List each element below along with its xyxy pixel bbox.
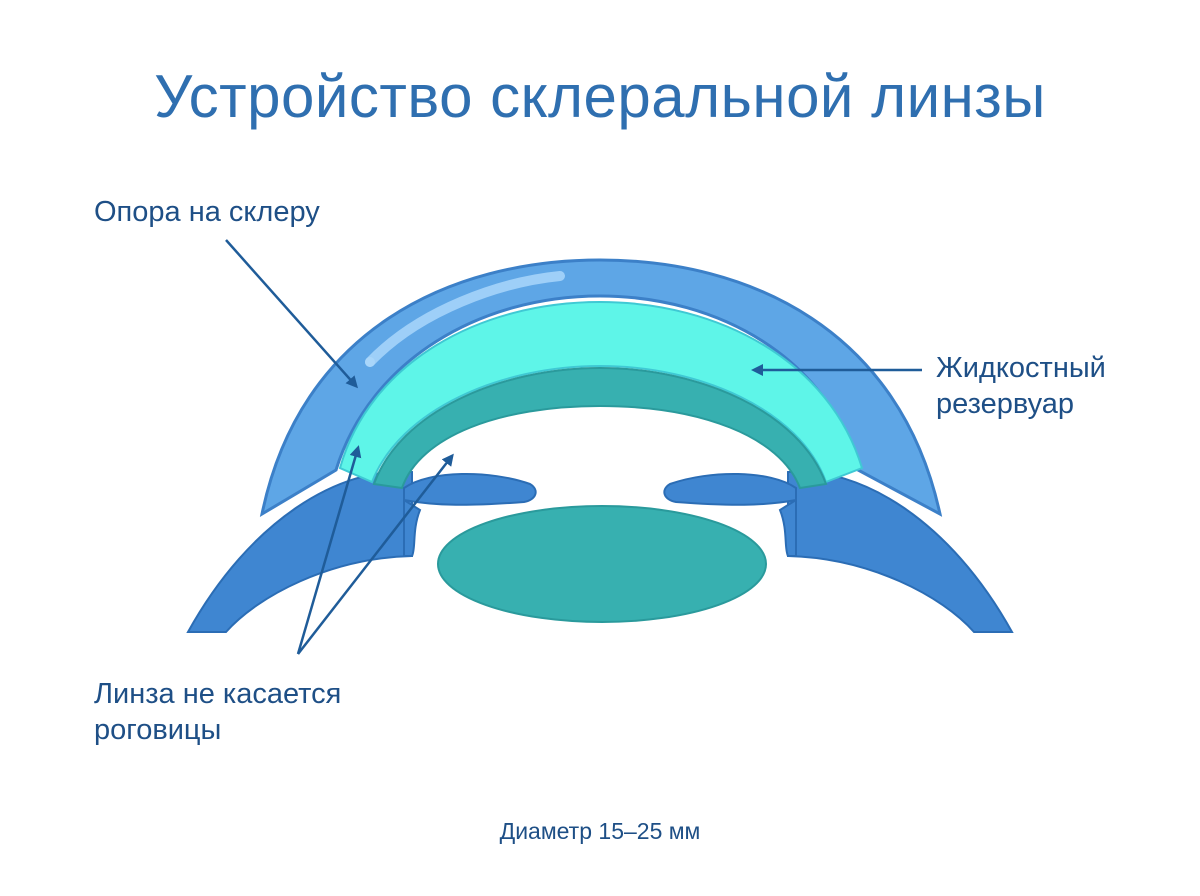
eye-wall-sclera bbox=[186, 470, 1014, 633]
lens-highlight-dot bbox=[365, 357, 375, 367]
diameter-caption: Диаметр 15–25 мм bbox=[499, 818, 701, 844]
cornea bbox=[372, 366, 828, 490]
label-support-on-sclera: Опора на склеру bbox=[94, 194, 320, 230]
fluid-reservoir bbox=[338, 300, 864, 484]
label-nocontact-line-1: Линза не касается bbox=[94, 678, 342, 710]
label-support-text: Опора на склеру bbox=[94, 196, 320, 228]
label-reservoir-line-1: Жидкостный bbox=[936, 352, 1106, 384]
diagram-title: Устройство склеральной линзы bbox=[154, 63, 1046, 130]
label-fluid-reservoir: Жидкостный резервуар bbox=[936, 350, 1106, 422]
no-contact-pointer-arrow-right bbox=[297, 453, 454, 655]
crystalline-lens bbox=[437, 505, 767, 623]
no-contact-pointer-arrow-left bbox=[296, 445, 362, 655]
iris-left bbox=[403, 473, 537, 557]
label-lens-no-cornea-contact: Линза не касается роговицы bbox=[94, 676, 341, 748]
label-reservoir-line-2: резервуар bbox=[936, 388, 1075, 420]
lens-highlight bbox=[365, 271, 565, 367]
scleral-lens-shell bbox=[259, 258, 943, 518]
label-nocontact-line-2: роговицы bbox=[94, 714, 222, 746]
support-pointer-arrow bbox=[225, 239, 358, 389]
iris-right bbox=[663, 473, 797, 557]
